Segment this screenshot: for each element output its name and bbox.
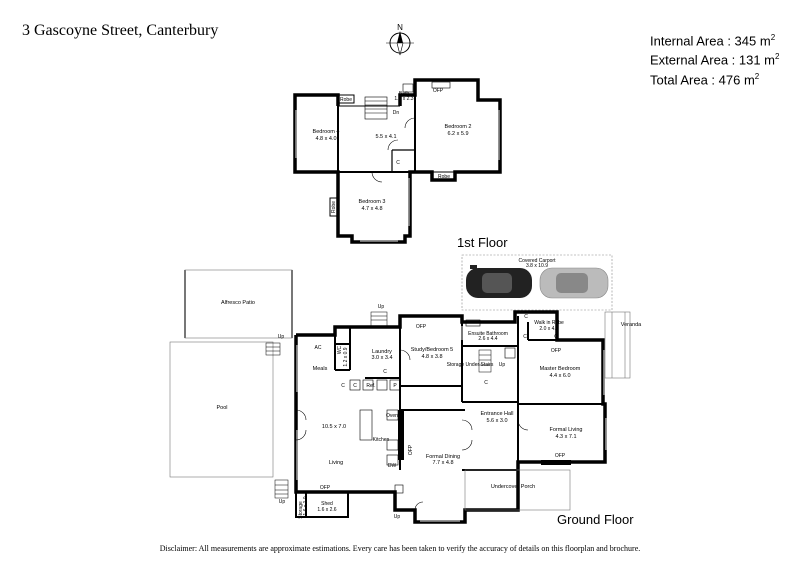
entrance-hall-label: Entrance Hall: [480, 411, 513, 417]
compass-icon: N: [386, 23, 414, 56]
car-icon-black: [466, 265, 532, 298]
study-label: Study/Bedroom 5: [411, 347, 454, 353]
up-label-2: Up: [378, 304, 385, 310]
cupboard-label-3: C: [523, 334, 527, 340]
shed-label: Shed: [321, 501, 333, 507]
bedroom-3-dims: 4.7 x 4.8: [361, 206, 382, 212]
landing-dims: 5.5 x 4.1: [375, 134, 396, 140]
up-label-5: Up: [499, 362, 506, 368]
undercover-porch-label: Undercover Porch: [491, 484, 535, 490]
pantry-label: P: [393, 383, 397, 389]
bath-label: Bath: [399, 91, 410, 97]
fridge-label: Ref.: [366, 383, 375, 389]
ensuite-dims: 2.6 x 4.4: [478, 336, 497, 342]
ofp-label-study: OFP: [416, 324, 427, 330]
cupboard-label-7: C: [484, 380, 488, 386]
shed-dims: 1.6 x 2.6: [317, 507, 336, 513]
up-label-4: Up: [394, 514, 401, 520]
fireplace-icon: [398, 410, 404, 460]
bedroom-2-dims: 6.2 x 5.9: [447, 131, 468, 137]
wc-label: WC: [337, 345, 343, 354]
meals-label: Meals: [313, 366, 328, 372]
car-icon-silver: [539, 267, 609, 299]
formal-dining-label: Formal Dining: [426, 454, 460, 460]
carport-label: Covered Carport: [519, 258, 557, 264]
disclaimer: Disclaimer: All measurements are approxi…: [159, 544, 641, 553]
cupboard-label-4: C: [341, 383, 345, 389]
ground-floor-labels: Covered Carport 3.8 x 10.9 Alfresco Pati…: [216, 258, 642, 520]
storage-under-stairs-label: Storage Under Stairs: [447, 362, 494, 368]
study-dims: 4.8 x 3.8: [421, 354, 442, 360]
cupboard-label-6: C: [383, 369, 387, 375]
ofp-label-master: OFP: [551, 348, 562, 354]
robe-label-3: Robe: [331, 201, 337, 213]
wc-dims: 1.2 x 0.9: [343, 347, 349, 366]
storage-label: Storage: [298, 501, 304, 519]
walk-in-robe-dims: 2.0 x 4.3: [539, 326, 558, 332]
ofp-label-formal-living: OFP: [555, 453, 566, 459]
bedroom-3-label: Bedroom 3: [359, 199, 386, 205]
kitchen-label: Kitchen: [373, 437, 390, 443]
robe-label-1: Robe: [340, 97, 352, 103]
master-bedroom-dims: 4.4 x 6.0: [549, 373, 570, 379]
bedroom-2-label: Bedroom 2: [445, 124, 472, 130]
total-area: Total Area : 476 m2: [650, 71, 760, 87]
laundry-dims: 3.0 x 3.4: [371, 355, 392, 361]
walk-in-robe-label: Walk in Robe: [534, 320, 564, 326]
formal-living-dims: 4.3 x 7.1: [555, 434, 576, 440]
laundry-label: Laundry: [372, 349, 392, 355]
first-floor-plan: [293, 78, 502, 244]
first-floor-labels: Robe Bath 1.6 x 2.3 OFP Dn Bedroom 4 4.8…: [313, 88, 472, 213]
oven-label: Oven: [386, 413, 398, 419]
bath-dims: 1.6 x 2.3: [394, 96, 413, 102]
stairs-down-label: Dn: [393, 110, 400, 116]
ground-floor-title: Ground Floor: [557, 512, 634, 527]
storage-dims: 1.6 x 1.0: [303, 496, 309, 515]
cupboard-label-5: C: [353, 383, 357, 389]
carport-dims: 3.8 x 10.9: [526, 263, 548, 269]
area-summary: Internal Area : 345 m2 External Area : 1…: [650, 30, 779, 88]
property-address: 3 Gascoyne Street, Canterbury: [22, 22, 219, 39]
bedroom-4-dims: 4.8 x 4.0: [315, 136, 336, 142]
dishwasher-label: DW: [388, 463, 397, 469]
cupboard-label-first: C: [396, 160, 400, 166]
pool-area: [169, 341, 274, 478]
alfresco-label: Alfresco Patio: [221, 300, 255, 306]
internal-area: Internal Area : 345 m2: [650, 33, 776, 49]
formal-living-label: Formal Living: [549, 427, 582, 433]
ofp-label-first: OFP: [433, 88, 444, 94]
ground-floor-plan: [294, 310, 631, 524]
up-label-1: Up: [278, 334, 285, 340]
veranda-label: Veranda: [621, 322, 642, 328]
master-bedroom-label: Master Bedroom: [540, 366, 581, 372]
robe-label-2: Robe: [438, 174, 450, 180]
formal-dining-dims: 7.7 x 4.8: [432, 460, 453, 466]
living-dims: 10.5 x 7.0: [322, 424, 346, 430]
cupboard-label-2: C: [554, 334, 558, 340]
ofp-label-living: OFP: [320, 485, 331, 491]
up-label-3: Up: [279, 499, 286, 505]
carport-area: [461, 254, 613, 311]
ofp-label-dining: OFP: [408, 444, 414, 455]
ensuite-label: Ensuite Bathroom: [468, 331, 508, 337]
cupboard-label-1: C: [524, 314, 528, 320]
bedroom-4-label: Bedroom 4: [313, 129, 340, 135]
compass-n-label: N: [397, 23, 403, 32]
ac-label: AC: [315, 345, 322, 351]
external-area: External Area : 131 m2: [650, 52, 780, 68]
pool-label: Pool: [216, 405, 227, 411]
first-floor-title: 1st Floor: [457, 235, 508, 250]
living-label: Living: [329, 460, 343, 466]
entrance-hall-dims: 5.6 x 3.0: [486, 418, 507, 424]
